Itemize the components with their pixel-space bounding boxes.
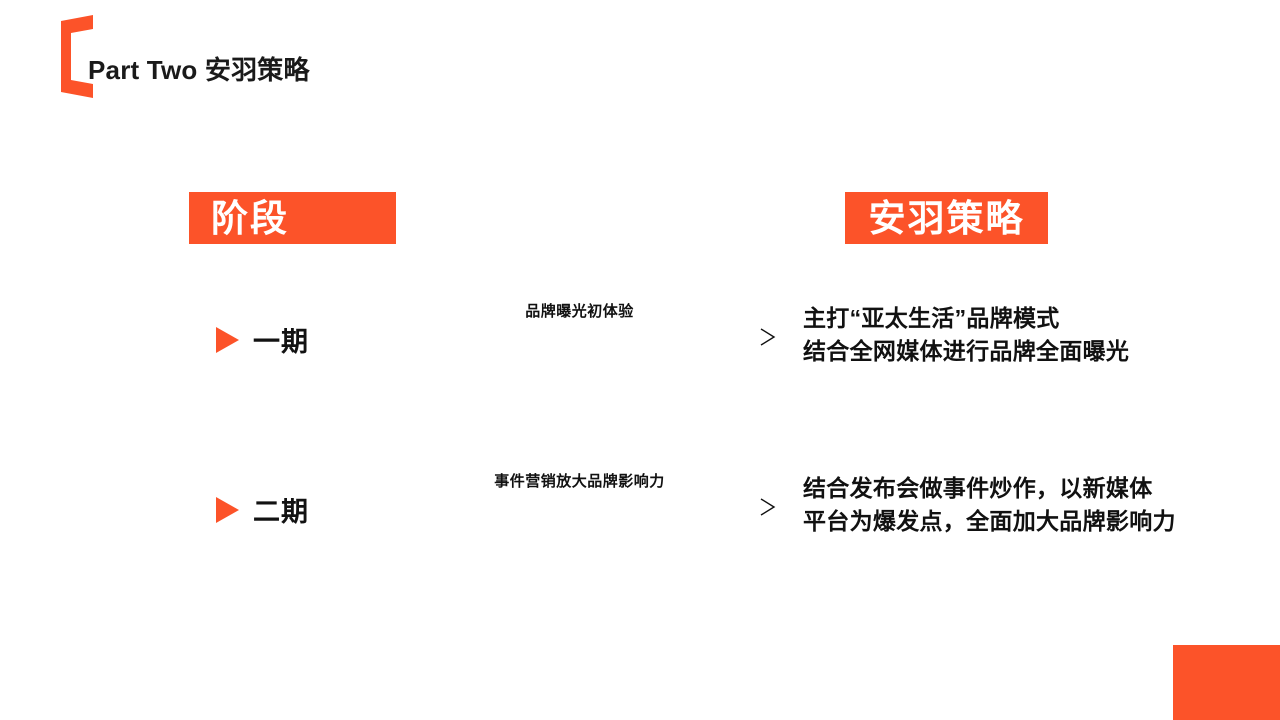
arrow-right-icon [382, 498, 776, 516]
triangle-right-icon [216, 326, 239, 353]
table-row: 一期 品牌曝光初体验 主打“亚太生活”品牌模式 结合全网媒体进行品牌全面曝光 [0, 296, 1280, 406]
strategy-line: 结合全网媒体进行品牌全面曝光 [803, 337, 1130, 364]
column-badge-stage: 阶段 [189, 192, 396, 244]
strategy-line: 结合发布会做事件炒作，以新媒体 [803, 475, 1153, 501]
phase-label: 一期 [253, 327, 309, 357]
column-badge-stage-label: 阶段 [211, 197, 289, 239]
stage-cell: 二期 [216, 490, 309, 529]
arrow-right-icon [382, 328, 776, 346]
phase-label: 二期 [253, 497, 309, 527]
triangle-right-icon [216, 496, 239, 523]
column-badge-strategy-label: 安羽策略 [868, 197, 1025, 239]
bracket-logo-icon [52, 12, 100, 100]
strategy-line: 平台为爆发点，全面加大品牌影响力 [803, 507, 1176, 534]
strategy-line: 主打“亚太生活”品牌模式 [803, 305, 1060, 331]
strategy-cell: 结合发布会做事件炒作，以新媒体 平台为爆发点，全面加大品牌影响力 [803, 472, 1273, 537]
stage-cell: 一期 [216, 320, 309, 359]
arrow-caption: 事件营销放大品牌影响力 [494, 473, 665, 490]
arrow-group: 品牌曝光初体验 [382, 296, 777, 356]
table-row: 二期 事件营销放大品牌影响力 结合发布会做事件炒作，以新媒体 平台为爆发点，全面… [0, 466, 1280, 576]
corner-accent-block [1173, 645, 1280, 720]
column-badge-strategy: 安羽策略 [845, 192, 1048, 244]
strategy-cell: 主打“亚太生活”品牌模式 结合全网媒体进行品牌全面曝光 [803, 302, 1273, 367]
page-title: Part Two 安羽策略 [88, 55, 310, 85]
arrow-group: 事件营销放大品牌影响力 [382, 466, 777, 526]
arrow-caption: 品牌曝光初体验 [525, 303, 634, 320]
